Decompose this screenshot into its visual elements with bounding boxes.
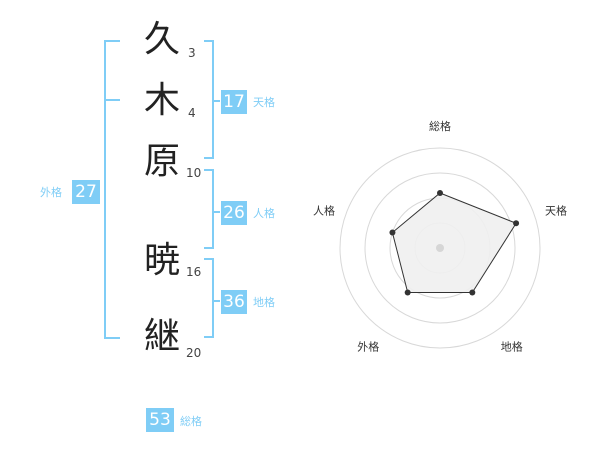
radar-center <box>436 244 444 252</box>
chikaku-bracket-bottom <box>204 336 214 338</box>
radar-axis-label: 人格 <box>313 203 335 217</box>
jinkaku-bracket-bottom <box>204 247 214 249</box>
stroke-count-5: 20 <box>186 346 202 360</box>
chikaku-value-box: 36 <box>221 290 247 314</box>
gaikaku-label: 外格 <box>40 186 62 199</box>
chikaku-bracket-tick <box>212 300 220 302</box>
tenkaku-bracket-vertical <box>212 40 214 159</box>
tenkaku-bracket-tick <box>212 100 220 102</box>
radar-axis-label: 外格 <box>357 340 379 354</box>
stroke-count-1: 3 <box>188 46 196 60</box>
name-char-5: 継 <box>143 316 180 357</box>
radar-point <box>389 229 396 236</box>
name-char-1: 久 <box>143 19 180 60</box>
jinkaku-bracket-top <box>204 169 214 171</box>
radar-ring <box>339 147 541 349</box>
soukaku-label: 総格 <box>180 415 202 428</box>
chikaku-label: 地格 <box>253 296 275 309</box>
name-char-2: 木 <box>143 80 180 121</box>
stroke-count-4: 16 <box>186 265 202 279</box>
soukaku-value-box: 53 <box>146 408 174 432</box>
jinkaku-value-box: 26 <box>221 201 247 225</box>
radar-axis-label: 総格 <box>429 119 451 133</box>
chikaku-bracket-vertical <box>212 258 214 338</box>
radar-point <box>437 190 443 196</box>
jinkaku-label: 人格 <box>253 207 275 220</box>
radar-point <box>469 289 476 296</box>
radar-axis-label: 天格 <box>545 203 567 217</box>
gaikaku-bracket-mid <box>104 99 120 101</box>
chikaku-bracket-top <box>204 258 214 260</box>
radar-ring <box>364 172 516 324</box>
stroke-count-3: 10 <box>186 166 202 180</box>
jinkaku-bracket-vertical <box>212 169 214 249</box>
tenkaku-value-box: 17 <box>221 90 247 114</box>
name-char-3: 原 <box>143 141 180 182</box>
radar-axis-label: 地格 <box>501 340 523 354</box>
radar-points <box>389 190 520 296</box>
gaikaku-bracket-bottom <box>104 337 120 339</box>
name-char-4: 暁 <box>143 240 180 281</box>
stroke-count-2: 4 <box>188 106 196 120</box>
radar-point <box>513 220 520 227</box>
gaikaku-bracket-top <box>104 40 120 42</box>
radar-point <box>404 289 411 296</box>
tenkaku-bracket-top <box>204 40 214 42</box>
gaikaku-bracket-vertical <box>104 40 106 339</box>
gaikaku-value-box: 27 <box>72 180 100 204</box>
tenkaku-bracket-bottom <box>204 157 214 159</box>
tenkaku-label: 天格 <box>253 96 275 109</box>
jinkaku-bracket-tick <box>212 211 220 213</box>
radar-polygon <box>391 192 517 293</box>
